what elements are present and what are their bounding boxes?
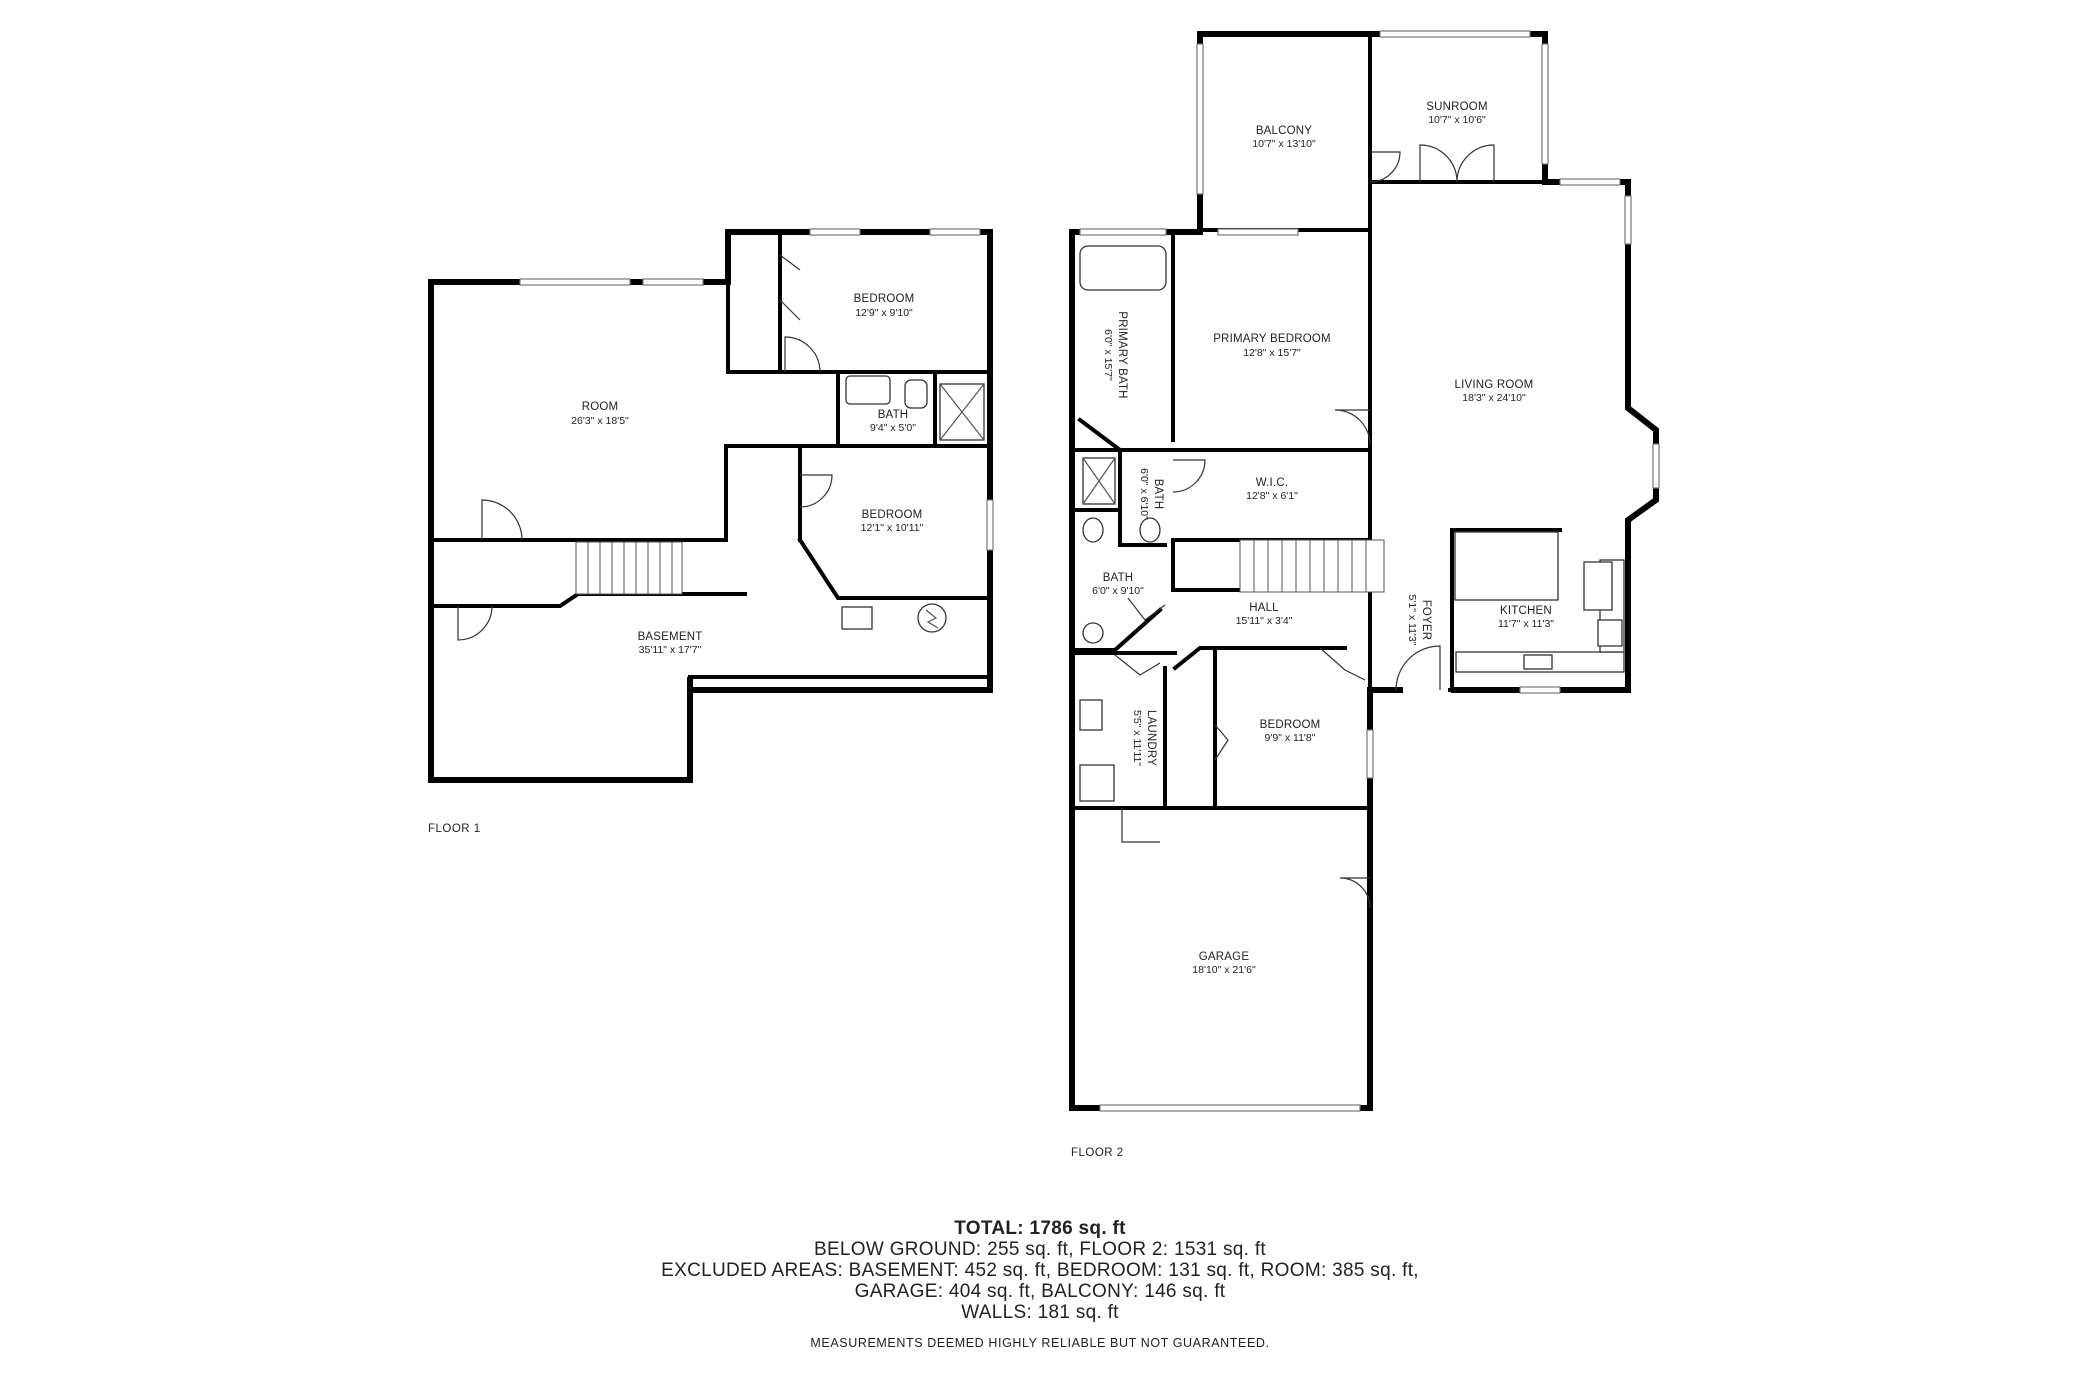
room-dims-bath: 9'4" x 5'0" — [870, 422, 916, 434]
door — [799, 474, 833, 508]
toilet-icon — [904, 379, 928, 409]
stairs-floor2 — [1239, 539, 1385, 593]
room-dims-basement: 35'11" x 17'7" — [639, 644, 702, 656]
window — [1652, 443, 1660, 489]
room-name-bedroom-mid: BEDROOM — [862, 509, 923, 521]
room-name-laundry: LAUNDRY — [1145, 710, 1157, 766]
room-dims-laundry: 5'5" x 11'11" — [1131, 710, 1143, 766]
door — [457, 605, 493, 641]
room-dims-bedroom-mid: 12'1" x 10'11" — [861, 522, 924, 534]
closet-door — [779, 299, 801, 321]
toilet-icon — [1139, 517, 1161, 543]
room-name-primary-bedroom: PRIMARY BEDROOM — [1213, 333, 1331, 345]
room-name-basement: BASEMENT — [638, 631, 703, 643]
washer-icon — [1079, 699, 1103, 731]
stairs-floor1 — [575, 541, 683, 595]
room-name-hall: HALL — [1249, 602, 1279, 614]
window — [929, 228, 981, 236]
room-name-garage: GARAGE — [1199, 951, 1250, 963]
room-name-wic: W.I.C. — [1256, 477, 1289, 489]
floor-2-label: FLOOR 2 — [1071, 1147, 1124, 1159]
area-line-1: BELOW GROUND: 255 sq. ft, FLOOR 2: 1531 … — [813, 1239, 1266, 1260]
furnace-icon — [917, 603, 947, 633]
room-dims-bath-hall: 6'0" x 9'10" — [1092, 585, 1144, 597]
room-dims-kitchen: 11'7" x 11'3" — [1498, 618, 1554, 630]
room-name-bath-hall: BATH — [1103, 572, 1134, 584]
room-name-living-room: LIVING ROOM — [1455, 379, 1534, 391]
window — [1366, 729, 1374, 779]
room-name-bath: BATH — [878, 409, 909, 421]
disclaimer: MEASUREMENTS DEEMED HIGHLY RELIABLE BUT … — [810, 1336, 1270, 1350]
kitchen-sink-icon — [1523, 654, 1553, 670]
window — [1196, 43, 1204, 195]
window — [1519, 686, 1561, 694]
room-name-kitchen: KITCHEN — [1500, 605, 1552, 617]
room-name-primary-bath: PRIMARY BATH — [1116, 311, 1128, 398]
room-dims-bedroom: 9'9" x 11'8" — [1265, 732, 1316, 744]
bathtub-icon — [1079, 245, 1167, 291]
door — [1334, 409, 1371, 446]
kitchen-island — [1454, 531, 1559, 601]
closet-door — [779, 254, 801, 271]
door — [1114, 654, 1161, 676]
floor-1-plan: ROOM 26'3" x 18'5" BEDROOM 12'9" x 9'10"… — [428, 228, 994, 835]
door — [1319, 647, 1366, 681]
door — [1339, 877, 1371, 909]
garage-door — [1099, 1104, 1361, 1112]
sink-icon — [1082, 622, 1104, 644]
room-name-balcony: BALCONY — [1256, 125, 1312, 137]
room-dims-hall: 15'11" x 3'4" — [1236, 615, 1293, 627]
room-name-bedroom-top: BEDROOM — [854, 293, 915, 305]
room-name-bedroom: BEDROOM — [1260, 719, 1321, 731]
area-line-3: GARAGE: 404 sq. ft, BALCONY: 146 sq. ft — [854, 1281, 1226, 1302]
room-dims-living-room: 18'3" x 24'10" — [1462, 392, 1526, 404]
window — [1379, 30, 1531, 38]
area-line-4: WALLS: 181 sq. ft — [961, 1302, 1119, 1323]
entry-door — [1395, 645, 1441, 691]
room-dims-foyer: 5'1" x 11'3" — [1406, 595, 1418, 646]
room-name-sunroom: SUNROOM — [1426, 101, 1487, 113]
window — [1541, 43, 1549, 165]
sink-icon — [845, 375, 891, 405]
water-heater-icon — [841, 606, 873, 630]
total-area: TOTAL: 1786 sq. ft — [954, 1218, 1126, 1239]
window — [1624, 195, 1632, 245]
door — [1127, 597, 1166, 621]
window — [986, 499, 994, 551]
refrigerator-icon — [1583, 561, 1613, 611]
door — [784, 336, 821, 373]
window — [1559, 178, 1621, 186]
window — [519, 278, 631, 286]
area-line-2: EXCLUDED AREAS: BASEMENT: 452 sq. ft, BE… — [661, 1260, 1419, 1281]
stove-icon — [1597, 619, 1623, 647]
window — [1217, 228, 1299, 236]
door — [481, 499, 523, 541]
window — [809, 228, 861, 236]
room-dims-sunroom: 10'7" x 10'6" — [1428, 114, 1486, 126]
dryer-icon — [1079, 764, 1115, 802]
room-name-room: ROOM — [582, 401, 619, 413]
floor-2-plan: BALCONY 10'7" x 13'10" SUNROOM 10'7" x 1… — [1069, 30, 1660, 1159]
room-dims-bath-small: 6'0" x 6'10" — [1138, 468, 1150, 520]
toilet-icon — [1082, 517, 1104, 543]
window — [1079, 228, 1167, 236]
window — [642, 278, 704, 286]
room-dims-balcony: 10'7" x 13'10" — [1252, 138, 1316, 150]
door — [1369, 151, 1401, 183]
closet-door — [1214, 724, 1229, 761]
room-dims-room: 26'3" x 18'5" — [571, 415, 629, 427]
door — [1172, 459, 1206, 493]
french-door — [1419, 144, 1495, 183]
room-dims-primary-bath: 6'0" x 15'7" — [1102, 329, 1114, 381]
room-name-bath-small: BATH — [1152, 479, 1164, 510]
room-dims-garage: 18'10" x 21'6" — [1192, 964, 1256, 976]
room-dims-bedroom-top: 12'9" x 9'10" — [855, 307, 913, 319]
door — [1121, 808, 1160, 843]
floor-1-label: FLOOR 1 — [428, 823, 481, 835]
room-name-foyer: FOYER — [1420, 600, 1432, 641]
room-dims-wic: 12'8" x 6'1" — [1246, 490, 1298, 502]
area-summary: TOTAL: 1786 sq. ft BELOW GROUND: 255 sq.… — [0, 1218, 2080, 1354]
room-dims-primary-bedroom: 12'8" x 15'7" — [1243, 347, 1301, 359]
